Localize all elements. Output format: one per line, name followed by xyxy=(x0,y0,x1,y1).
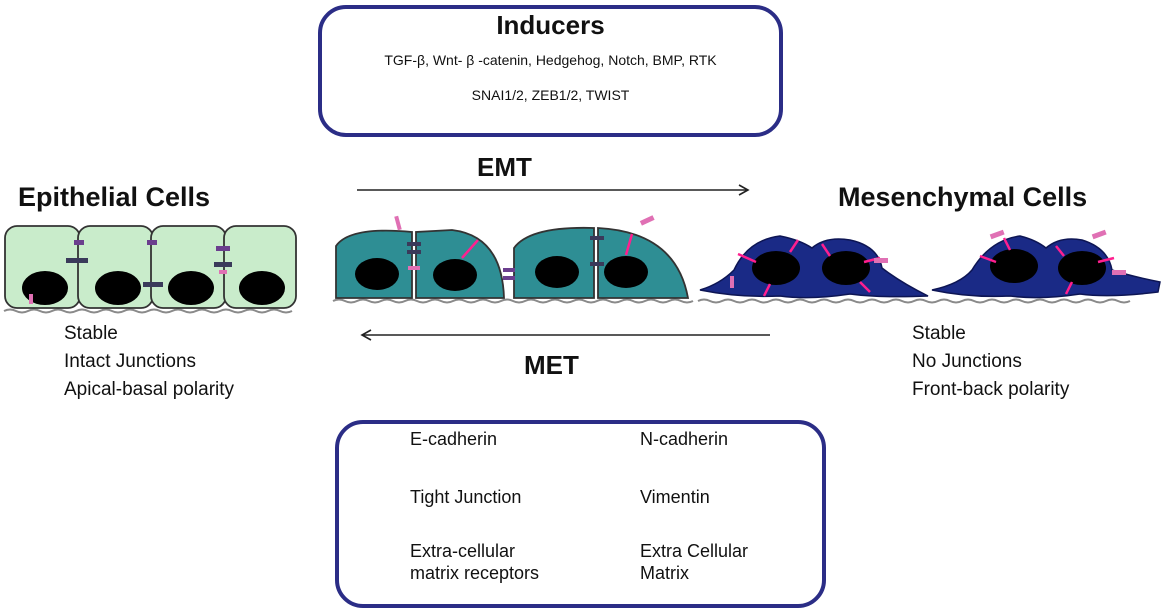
legend-box xyxy=(335,420,826,608)
vimentin xyxy=(762,283,772,297)
e-cadherin xyxy=(590,262,604,266)
mesenchymal-cell xyxy=(931,235,1161,299)
legend-label-e-cadherin: E-cadherin xyxy=(410,429,498,449)
n-cadherin xyxy=(408,266,420,270)
legend-label-ecm-receptors: Extra-cellular matrix receptors xyxy=(410,540,539,584)
legend-label-line: Matrix xyxy=(640,563,689,583)
n-cadherin xyxy=(1091,229,1107,240)
epithelial-property: Stable xyxy=(64,323,118,344)
nucleus xyxy=(433,259,477,291)
mesenchymal-cells-title: Mesenchymal Cells xyxy=(838,182,1088,212)
nucleus xyxy=(95,271,141,305)
vimentin xyxy=(461,239,479,259)
met-label: MET xyxy=(524,350,579,380)
e-cadherin xyxy=(214,262,232,267)
emt-label: EMT xyxy=(477,152,532,182)
e-cadherin xyxy=(66,258,88,263)
nucleus xyxy=(822,251,870,285)
nucleus xyxy=(239,271,285,305)
legend-label-vimentin: Vimentin xyxy=(640,487,710,507)
ecm-receptor xyxy=(394,215,402,231)
epithelial-cells-title: Epithelial Cells xyxy=(18,182,211,212)
inducers-title: Inducers xyxy=(496,10,605,40)
e-cadherin xyxy=(407,242,421,246)
nucleus xyxy=(604,256,648,288)
nucleus xyxy=(168,271,214,305)
mesenchymal-properties: Stable No Junctions Front-back polarity xyxy=(912,320,1069,404)
tight-junction xyxy=(74,240,84,245)
inducers-transcription-factors: SNAI1/2, ZEB1/2, TWIST xyxy=(471,87,630,103)
inducers-box xyxy=(318,5,783,137)
n-cadherin xyxy=(989,229,1005,240)
tight-junction xyxy=(216,246,230,251)
legend-label-line: Extra Cellular xyxy=(640,541,749,561)
matrix-epithelial xyxy=(3,308,293,314)
matrix-mesenchymal xyxy=(697,298,1131,304)
ecm-receptor xyxy=(730,276,734,288)
n-cadherin xyxy=(639,215,655,226)
legend-label-tight-junction: Tight Junction xyxy=(410,487,522,507)
legend-label-extracellular-matrix: Extra Cellular Matrix xyxy=(640,540,748,584)
tight-junction xyxy=(503,276,515,280)
vimentin xyxy=(820,243,832,257)
legend-label-n-cadherin: N-cadherin xyxy=(640,429,729,449)
epithelial-property: Intact Junctions xyxy=(64,351,197,372)
tight-junction xyxy=(503,268,515,272)
e-cadherin xyxy=(590,236,604,240)
n-cadherin xyxy=(874,258,888,263)
vimentin xyxy=(859,281,871,293)
ecm-receptor xyxy=(29,294,33,304)
ecm-receptor xyxy=(219,270,227,274)
nucleus xyxy=(355,258,399,290)
e-cadherin xyxy=(407,250,421,254)
vimentin xyxy=(1097,256,1115,264)
epithelial-property: Apical-basal polarity xyxy=(64,379,235,400)
mesenchymal-property: No Junctions xyxy=(912,351,1022,372)
nucleus xyxy=(535,256,579,288)
nucleus xyxy=(1058,251,1106,285)
vimentin xyxy=(1055,245,1065,257)
vimentin xyxy=(737,252,757,264)
vimentin xyxy=(1002,237,1012,251)
vimentin xyxy=(624,233,634,256)
mesenchymal-cell xyxy=(699,235,929,299)
n-cadherin xyxy=(1112,270,1126,275)
nucleus xyxy=(22,271,68,305)
mesenchymal-property: Front-back polarity xyxy=(912,379,1070,400)
e-cadherin xyxy=(143,282,163,287)
nucleus xyxy=(752,251,800,285)
intermediate-cell-group xyxy=(335,215,690,299)
nucleus xyxy=(990,249,1038,283)
mesenchymal-property: Stable xyxy=(912,323,966,344)
mesenchymal-cell-group xyxy=(699,229,1161,299)
epithelial-cell-group xyxy=(4,225,297,309)
tight-junction xyxy=(147,240,157,245)
legend-label-line: Extra-cellular xyxy=(410,541,516,561)
matrix-intermediate xyxy=(332,298,694,304)
vimentin xyxy=(1064,281,1074,295)
inducers-signals: TGF-β, Wnt- β -catenin, Hedgehog, Notch,… xyxy=(384,52,717,68)
epithelial-properties: Stable Intact Junctions Apical-basal pol… xyxy=(64,320,234,404)
vimentin xyxy=(979,254,997,264)
legend-label-line: matrix receptors xyxy=(410,563,540,583)
vimentin xyxy=(788,239,800,253)
